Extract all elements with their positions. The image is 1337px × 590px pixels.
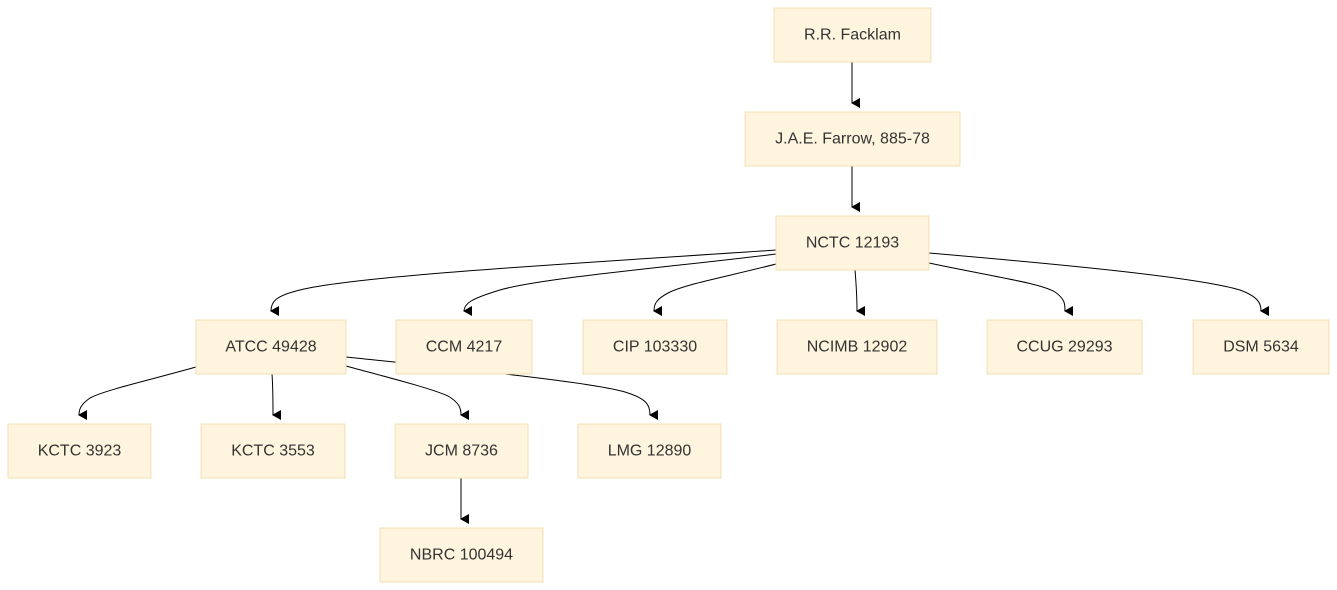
node-label: KCTC 3553 [231,443,315,460]
edge-nctc-ncimb [854,269,866,316]
node-cip[interactable]: CIP 103330 [582,319,728,375]
node-label: NBRC 100494 [410,547,513,564]
node-label: JCM 8736 [425,443,498,460]
node-dsm[interactable]: DSM 5634 [1192,319,1330,375]
node-label: CCUG 29293 [1016,339,1112,356]
nodes-layer: R.R. Facklam J.A.E. Farrow, 885-78 NCTC … [7,7,1330,583]
node-ccm[interactable]: CCM 4217 [395,319,533,375]
node-label: J.A.E. Farrow, 885-78 [775,131,930,148]
node-atcc[interactable]: ATCC 49428 [195,319,347,375]
node-label: ATCC 49428 [225,339,316,356]
node-jcm[interactable]: JCM 8736 [394,423,529,479]
node-label: DSM 5634 [1223,339,1299,356]
edge-atcc-kctc3923 [78,366,197,421]
node-ccug[interactable]: CCUG 29293 [986,319,1143,375]
node-label: R.R. Facklam [804,27,901,44]
edge-nctc-dsm [928,252,1270,316]
node-label: LMG 12890 [608,443,692,460]
edge-atcc-kctc3553 [271,373,282,420]
node-kctc3923[interactable]: KCTC 3923 [7,423,152,479]
node-facklam[interactable]: R.R. Facklam [773,7,932,63]
edge-nctc-ccm [463,253,777,317]
edge-atcc-jcm [345,365,470,420]
node-label: CIP 103330 [613,339,697,356]
node-nbrc[interactable]: NBRC 100494 [379,527,544,583]
node-farrow[interactable]: J.A.E. Farrow, 885-78 [744,111,961,167]
node-label: NCTC 12193 [806,235,899,252]
node-label: KCTC 3923 [38,443,122,460]
node-label: CCM 4217 [426,339,503,356]
node-kctc3553[interactable]: KCTC 3553 [200,423,346,479]
node-nctc[interactable]: NCTC 12193 [775,215,930,271]
node-lmg[interactable]: LMG 12890 [577,423,722,479]
edge-nctc-cip [653,263,777,317]
node-ncimb[interactable]: NCIMB 12902 [776,319,938,375]
edge-nctc-atcc [270,249,777,317]
edge-nctc-ccug [928,262,1074,316]
node-label: NCIMB 12902 [807,339,908,356]
